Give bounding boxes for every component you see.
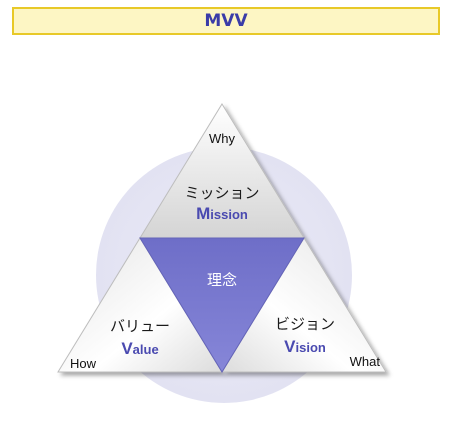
center-label: 理念 [207,271,237,289]
value-question-label: How [70,356,97,371]
mission-jp-label: ミッション [184,184,259,202]
value-en-label: Value [121,339,158,358]
vision-jp-label: ビジョン [275,315,335,333]
value-jp-label: バリュー [110,317,170,335]
mission-question-label: Why [209,131,236,146]
vision-en-label: Vision [284,337,326,356]
mission-en-label: Mission [196,204,248,223]
vision-question-label: What [350,354,381,369]
page-title: MVV [12,7,440,35]
center-triangle [139,237,305,373]
